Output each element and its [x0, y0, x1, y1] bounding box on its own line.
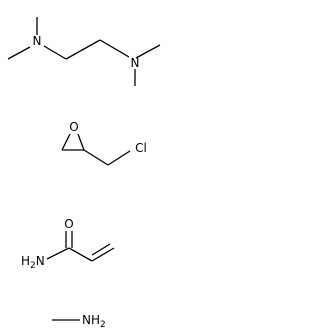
atom-label-nh2: H2N [21, 254, 45, 271]
bond [7, 46, 31, 60]
bond [91, 247, 115, 262]
bond [91, 243, 111, 256]
atom-label-n2: N [131, 56, 140, 70]
atom-label-subscript: 2 [100, 320, 106, 330]
atom-label-nh2: NH2 [82, 313, 106, 330]
bond [65, 39, 101, 60]
acrylamide-structure: O H2N [21, 217, 115, 271]
atom-label-n: N [36, 254, 45, 268]
epichlorohydrin-structure: O Cl [61, 120, 147, 166]
chemical-structures-diagram: N N O Cl O H2N NH2 [7, 17, 161, 330]
bond [77, 133, 85, 151]
bond [68, 247, 93, 262]
bond [135, 44, 161, 59]
bond [61, 133, 71, 151]
bond [99, 39, 130, 58]
bond [43, 45, 67, 60]
tmeda-structure: N N [7, 17, 161, 86]
bond [83, 149, 109, 166]
atom-label-h: H [91, 313, 100, 327]
atom-label-n: N [82, 313, 91, 327]
atom-label-o-epoxide: O [69, 120, 78, 134]
atom-label-h: H [21, 254, 30, 268]
atom-label-o-carbonyl: O [64, 217, 73, 231]
atom-label-n1: N [33, 34, 42, 48]
bond [107, 150, 131, 166]
methylamine-structure: NH2 [52, 313, 106, 330]
atom-label-cl: Cl [135, 141, 147, 155]
atom-label-subscript: 2 [30, 261, 36, 271]
bond [46, 247, 70, 260]
